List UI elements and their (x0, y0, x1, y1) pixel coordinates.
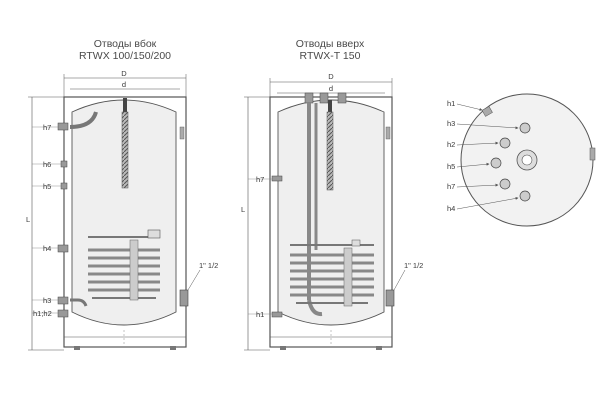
middle-tank: D d L (241, 72, 423, 351)
middle-tank-title-line1: Отводы вверх (295, 38, 365, 50)
left-tank: D d L (26, 69, 218, 351)
middle-coil (290, 239, 374, 307)
left-flange-label: 1" 1/2 (199, 261, 218, 270)
left-label-h7: h7 (43, 123, 51, 132)
left-dim-D: D (63, 69, 187, 100)
left-inner-vessel (71, 99, 177, 326)
left-anode-rod (121, 111, 129, 189)
left-label-h5: h5 (43, 182, 51, 191)
middle-dim-D-label: D (328, 72, 334, 81)
middle-dim-D: D (269, 72, 393, 100)
middle-label-h1: h1 (256, 310, 264, 319)
left-coil (88, 229, 161, 301)
left-label-h1h2: h1;h2 (33, 309, 52, 318)
top-view-ports (490, 122, 531, 202)
middle-dim-d-label: d (329, 84, 333, 93)
middle-inner-vessel (277, 99, 385, 326)
left-tank-title: Отводы вбок RTWX 100/150/200 (55, 38, 195, 62)
middle-outer-casing (269, 96, 393, 348)
middle-flange-label: 1" 1/2 (404, 261, 423, 270)
left-label-h4: h4 (43, 244, 51, 253)
middle-tank-title: Отводы вверх RTWX-T 150 (270, 38, 390, 62)
left-anode-head (123, 98, 127, 112)
left-dim-d-label: d (122, 80, 126, 89)
left-label-h6: h6 (43, 160, 51, 169)
left-dim-D-label: D (121, 69, 127, 78)
top-label-h7: h7 (447, 182, 455, 191)
top-view-labels: h1 h3 h2 h5 h7 h4 (447, 99, 519, 213)
top-label-h1: h1 (447, 99, 455, 108)
middle-dim-L-label: L (241, 205, 245, 214)
middle-flange (385, 289, 395, 307)
left-tank-title-line1: Отводы вбок (93, 38, 157, 50)
left-outer-casing (63, 96, 187, 348)
top-label-h4: h4 (447, 204, 455, 213)
left-label-h3: h3 (43, 296, 51, 305)
left-tank-title-line2: RTWX 100/150/200 (78, 50, 172, 62)
middle-height-labels: h7 h1 (248, 175, 272, 319)
left-flange (179, 289, 189, 307)
middle-dim-L: L (241, 96, 270, 351)
middle-label-h7: h7 (256, 175, 264, 184)
top-view: h1 h3 h2 h5 h7 h4 (447, 93, 596, 227)
middle-tank-title-line2: RTWX-T 150 (299, 50, 361, 62)
left-pipe-h7 (69, 111, 98, 129)
top-label-h2: h2 (447, 140, 455, 149)
top-label-h5: h5 (447, 162, 455, 171)
left-dim-L-label: L (26, 215, 30, 224)
middle-dim-d: d (277, 84, 385, 94)
middle-anode-rod (326, 111, 334, 191)
left-connectors (57, 122, 69, 318)
top-view-h1-tab (481, 106, 493, 117)
left-dim-L: L (26, 96, 64, 351)
top-label-h3: h3 (447, 119, 455, 128)
left-dim-d: d (70, 80, 180, 90)
left-height-labels: h7 h6 h5 h4 h3 h1;h2 (32, 123, 61, 318)
